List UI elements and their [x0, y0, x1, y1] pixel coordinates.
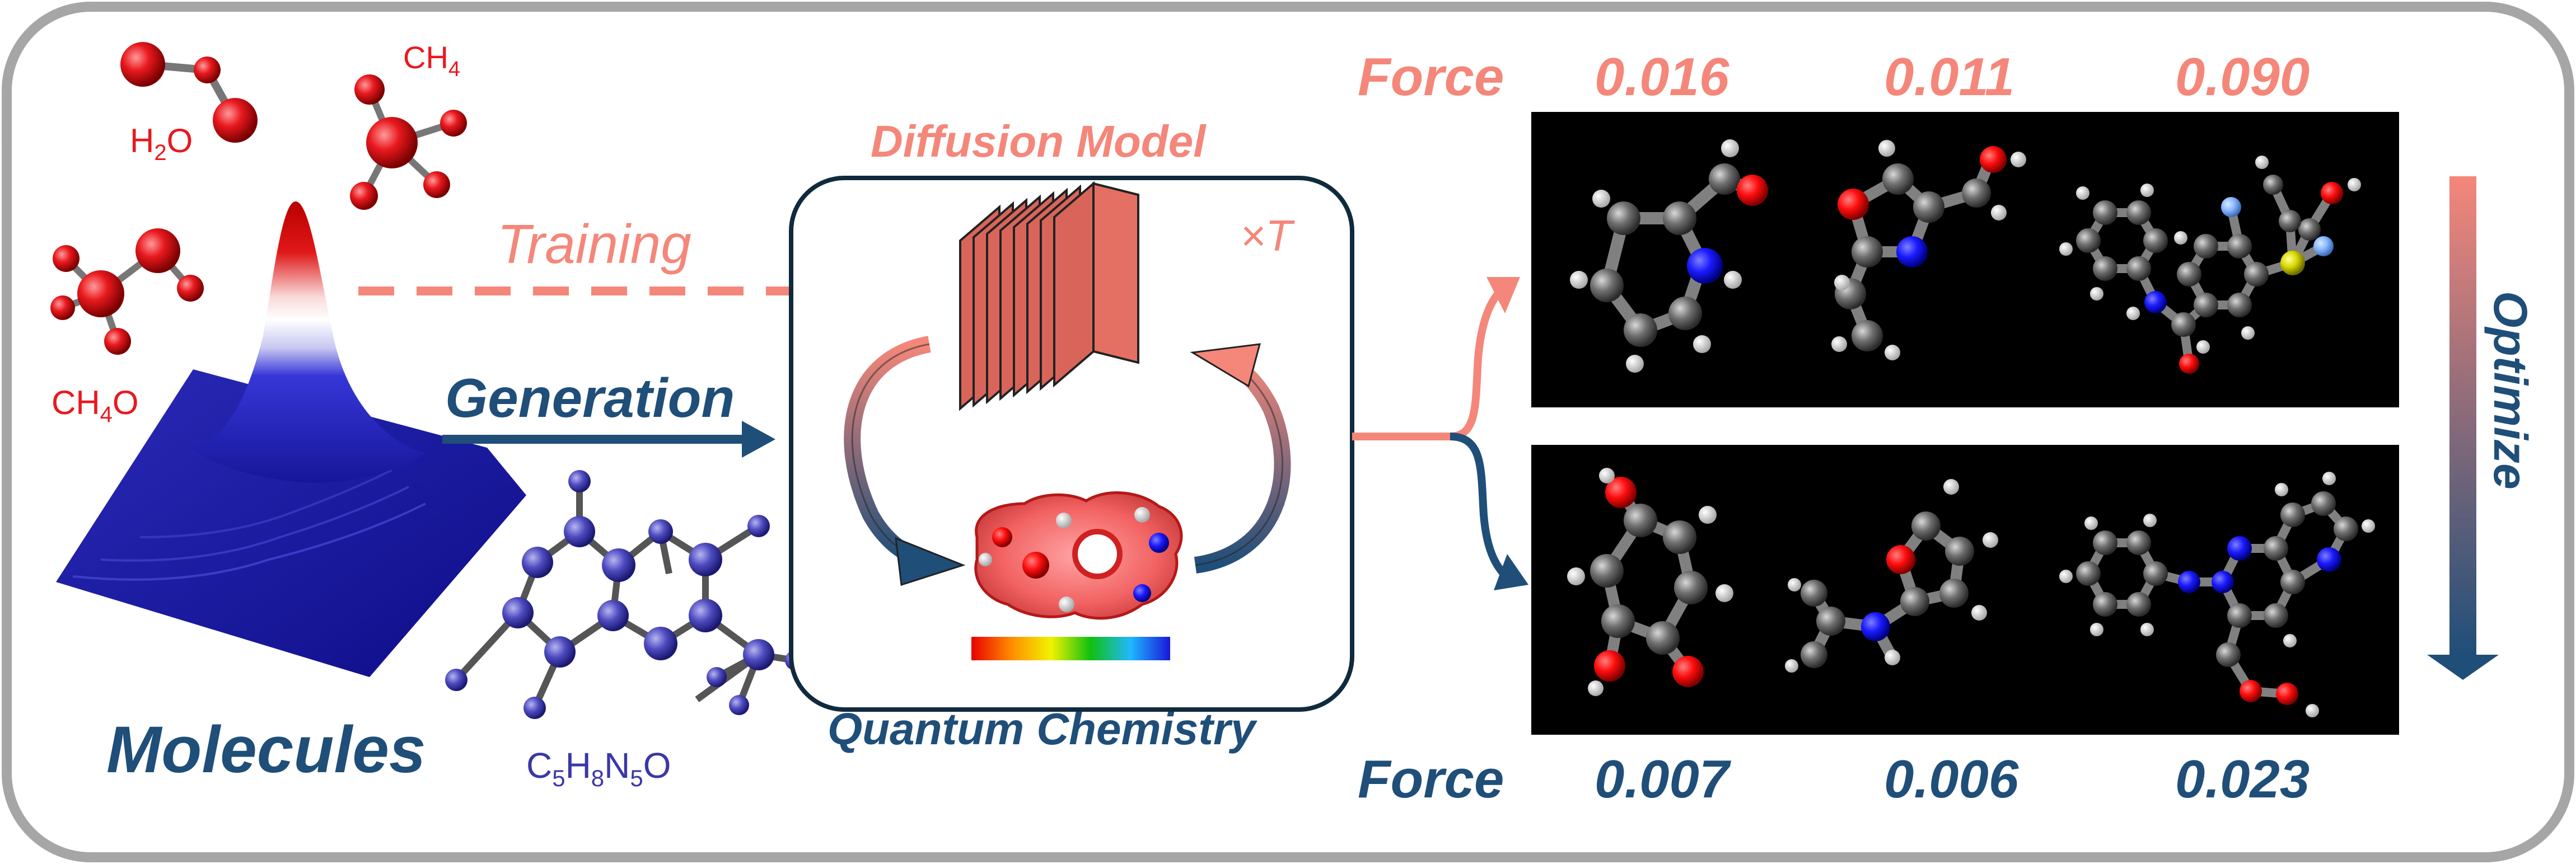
- branch-arrow-down: [1450, 433, 1528, 590]
- optimize-arrow: [2427, 176, 2499, 680]
- loop-arrow-right: [1190, 343, 1291, 574]
- generation-arrow: [442, 421, 775, 458]
- electron-density-icon: [974, 491, 1183, 620]
- water-molecule-icon: [120, 42, 258, 143]
- top-force-row: Force 0.016 0.011 0.090: [1358, 47, 2309, 107]
- gaussian-surface-icon: [56, 201, 526, 677]
- generation-label: Generation: [445, 367, 735, 429]
- bottom-force-value-3: 0.023: [2175, 749, 2309, 809]
- top-molecule-2: [1831, 140, 2026, 360]
- branch-arrow-up: [1352, 277, 1520, 440]
- bottom-molecule-3: [2059, 472, 2375, 717]
- methane-molecule-icon: [350, 74, 467, 210]
- water-formula: H2O: [130, 122, 193, 165]
- top-force-label: Force: [1358, 47, 1504, 107]
- molecules-title: Molecules: [106, 713, 426, 787]
- model-box: [789, 176, 1354, 712]
- bottom-force-value-2: 0.006: [1884, 749, 2019, 809]
- generated-formula: C5H8N5O: [526, 745, 671, 791]
- methanol-molecule-icon: [50, 228, 204, 355]
- quantum-chemistry-title: Quantum Chemistry: [828, 704, 1257, 754]
- diffusion-model-title: Diffusion Model: [871, 116, 1207, 166]
- top-force-value-2: 0.011: [1884, 47, 2014, 107]
- bottom-force-label: Force: [1358, 749, 1504, 809]
- top-force-value-3: 0.090: [2175, 47, 2309, 107]
- methane-formula: CH4: [403, 40, 460, 81]
- training-label: Training: [497, 213, 691, 275]
- color-scale-bar-icon: [971, 637, 1170, 660]
- top-molecule-panel: [1531, 112, 2399, 407]
- top-molecule-1: [1570, 139, 1768, 373]
- bottom-force-row: Force 0.007 0.006 0.023: [1358, 749, 2309, 809]
- network-layers-icon: [959, 181, 1139, 411]
- optimize-label: Optimize: [2484, 291, 2537, 490]
- layer-front-face: [1092, 182, 1139, 364]
- bottom-molecule-2: [1785, 479, 1998, 673]
- steps-label: ×T: [1240, 211, 1296, 260]
- bottom-force-value-1: 0.007: [1595, 749, 1732, 809]
- bottom-molecule-1: [1567, 468, 1733, 696]
- loop-arrow-left: [844, 336, 966, 586]
- layer-slice: [1053, 181, 1095, 388]
- top-molecule-3: [2059, 156, 2361, 374]
- top-force-value-1: 0.016: [1595, 47, 1729, 107]
- methanol-formula: CH4O: [52, 384, 139, 427]
